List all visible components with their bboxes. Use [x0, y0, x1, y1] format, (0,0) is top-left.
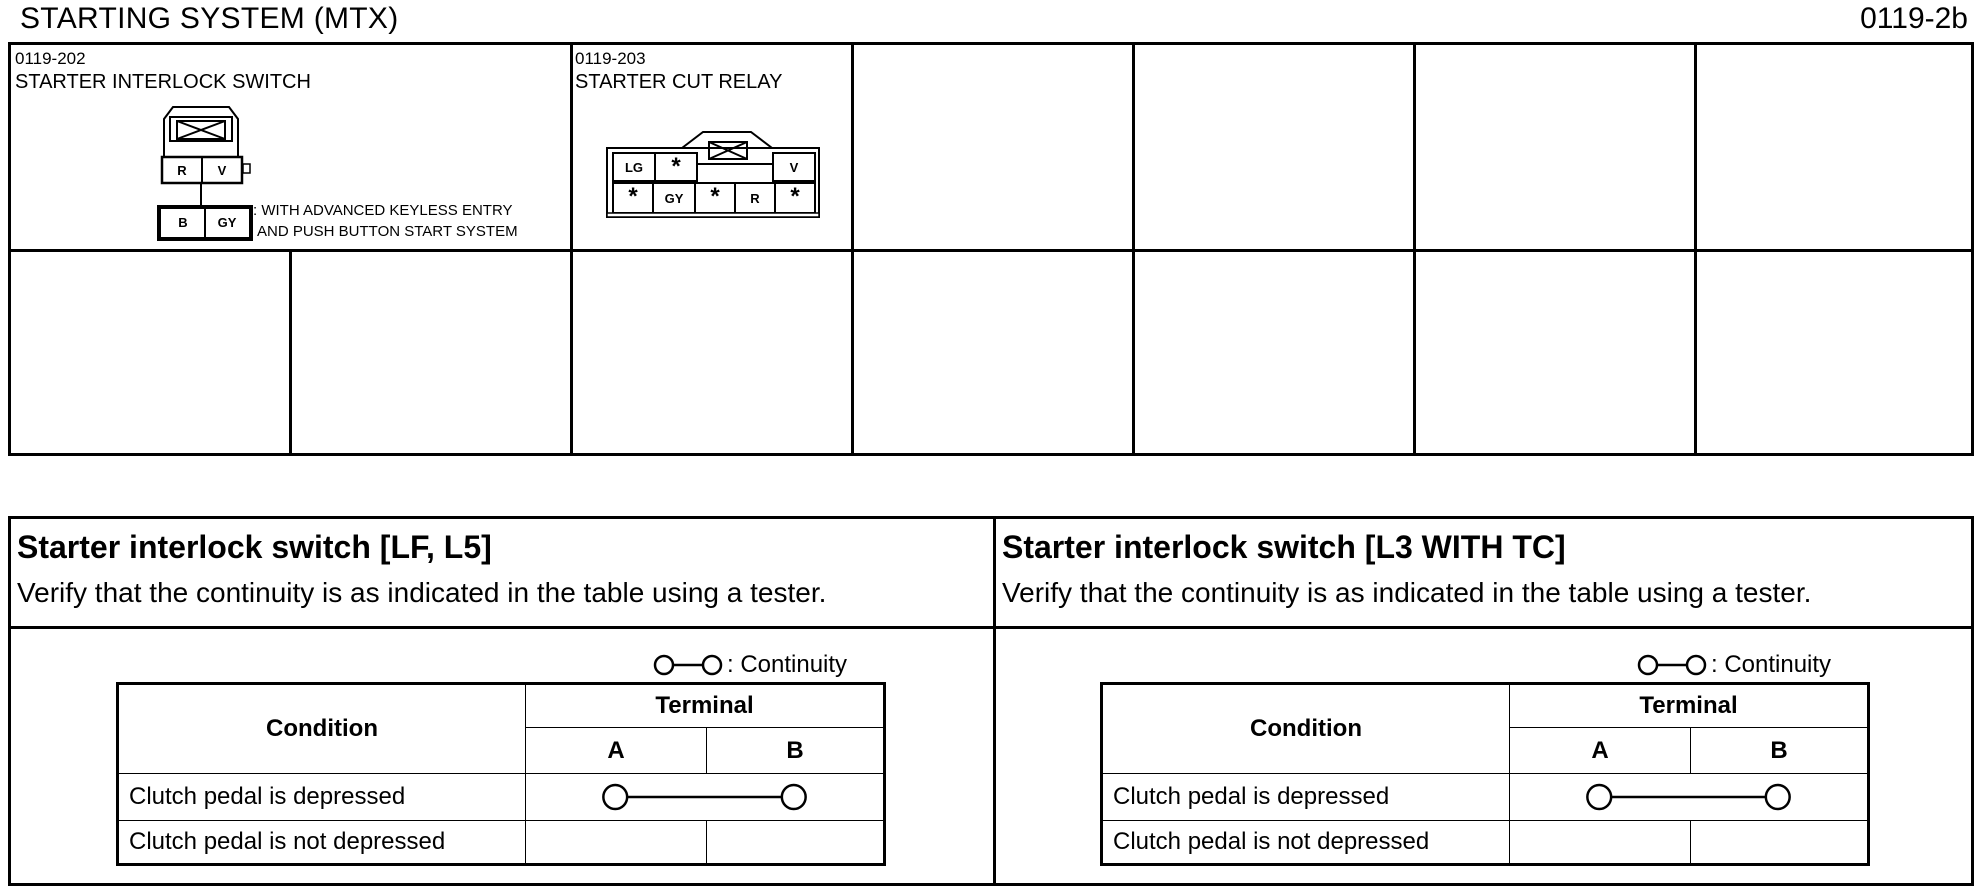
connector-name: STARTER INTERLOCK SWITCH: [15, 71, 311, 93]
continuity-table: Condition Terminal A B Clutch pedal is d…: [1100, 682, 1870, 866]
connector-name: STARTER CUT RELAY: [575, 71, 783, 93]
panel-title: Starter interlock switch [LF, L5]: [17, 529, 492, 565]
page-code: 0119-2b: [1860, 2, 1968, 35]
connector-code: 0119-203: [575, 49, 646, 68]
grid-col-divider: [1132, 45, 1135, 453]
pin-label: *: [710, 183, 720, 210]
connector-note-line2: AND PUSH BUTTON START SYSTEM: [257, 223, 518, 240]
pin-label: *: [790, 183, 800, 210]
pin-label: B: [178, 215, 188, 230]
condition-cell: Clutch pedal is not depressed: [117, 819, 526, 866]
pin-label: R: [750, 191, 760, 206]
pin-label: GY: [664, 191, 684, 206]
continuity-legend-icon: [653, 654, 723, 676]
continuity-legend-label: : Continuity: [727, 651, 848, 678]
pin-label: *: [628, 183, 638, 210]
terminal-b-header: B: [1690, 727, 1869, 775]
condition-cell: Clutch pedal is not depressed: [1101, 819, 1510, 866]
continuity-symbol-icon: [602, 783, 807, 811]
condition-header: Condition: [117, 682, 526, 775]
empty-cell: [1690, 819, 1869, 866]
panel-divider: [993, 519, 996, 883]
terminal-a-header: A: [525, 727, 707, 775]
grid-row-divider: [11, 249, 1971, 252]
continuity-cell: [1509, 773, 1869, 821]
interlock-switch-connector-icon: [157, 106, 253, 241]
pin-label: V: [217, 163, 227, 178]
pin-label: *: [671, 153, 681, 180]
connector-cell-interlock-switch: 0119-202 STARTER INTERLOCK SWITCH R V B …: [15, 49, 565, 245]
connector-note-line1: : WITH ADVANCED KEYLESS ENTRY: [253, 202, 513, 219]
terminal-header: Terminal: [525, 682, 885, 729]
panel-instruction: Verify that the continuity is as indicat…: [1002, 577, 1812, 608]
continuity-legend-icon: [1637, 654, 1707, 676]
grid-col-divider: [1413, 45, 1416, 453]
empty-cell: [706, 819, 885, 866]
starter-cut-relay-connector-icon: [606, 131, 820, 218]
connector-grid: 0119-202 STARTER INTERLOCK SWITCH R V B …: [8, 42, 1974, 456]
panel-title: Starter interlock switch [L3 WITH TC]: [1002, 529, 1566, 565]
panel-header-divider: [11, 626, 1971, 629]
condition-header: Condition: [1101, 682, 1510, 775]
pin-label: V: [789, 160, 799, 175]
terminal-b-header: B: [706, 727, 885, 775]
continuity-cell: [525, 773, 885, 821]
terminal-a-header: A: [1509, 727, 1691, 775]
page-title: STARTING SYSTEM (MTX): [20, 2, 399, 35]
terminal-header: Terminal: [1509, 682, 1869, 729]
continuity-panels: Starter interlock switch [LF, L5] Verify…: [8, 516, 1974, 886]
continuity-legend-label: : Continuity: [1711, 651, 1832, 678]
grid-col-divider: [1694, 45, 1697, 453]
pin-label: R: [177, 163, 187, 178]
grid-col-divider: [570, 45, 573, 453]
pin-label: LG: [624, 160, 644, 175]
connector-code: 0119-202: [15, 49, 86, 68]
condition-cell: Clutch pedal is depressed: [117, 773, 526, 821]
empty-cell: [525, 819, 707, 866]
empty-cell: [1509, 819, 1691, 866]
continuity-symbol-icon: [1586, 783, 1791, 811]
continuity-table: Condition Terminal A B Clutch pedal is d…: [116, 682, 886, 866]
condition-cell: Clutch pedal is depressed: [1101, 773, 1510, 821]
pin-label: GY: [217, 215, 237, 230]
connector-cell-starter-cut-relay: 0119-203 STARTER CUT RELAY LG * V *: [575, 49, 849, 245]
grid-col-divider: [851, 45, 854, 453]
panel-instruction: Verify that the continuity is as indicat…: [17, 577, 827, 608]
grid-col-divider: [289, 249, 292, 453]
